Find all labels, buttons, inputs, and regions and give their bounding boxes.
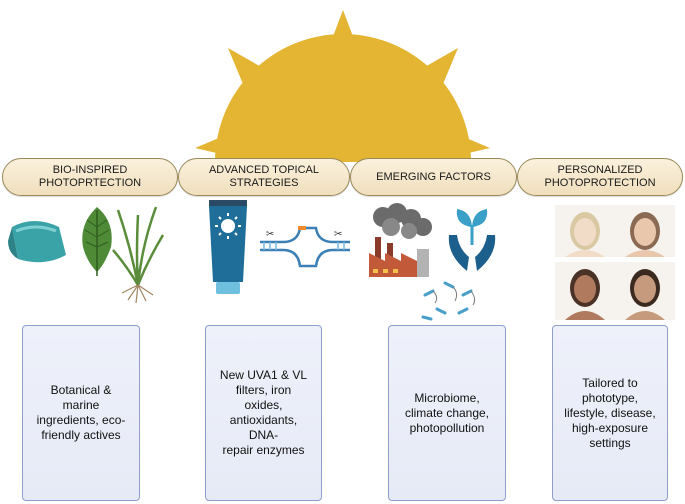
card-emerging-factors: Microbiome, climate change, photopolluti… bbox=[388, 325, 506, 501]
card-advanced-topical: New UVA1 & VL filters, iron oxides, anti… bbox=[205, 325, 322, 501]
card-personalized: Tailored to phototype, lifestyle, diseas… bbox=[552, 325, 668, 501]
header-advanced-topical: ADVANCED TOPICAL STRATEGIES bbox=[178, 158, 350, 196]
face-tan-icon bbox=[555, 262, 615, 320]
header-bio-inspired: BIO-INSPIRED PHOTOPRTECTION bbox=[2, 158, 178, 196]
microbes-icon bbox=[421, 281, 476, 321]
leaf-icon bbox=[82, 207, 112, 276]
factory-pollution-icon bbox=[369, 203, 432, 277]
face-dark-icon bbox=[615, 262, 675, 320]
face-light-icon bbox=[555, 205, 615, 257]
algae-capsule-icon bbox=[8, 221, 66, 263]
sunscreen-tube-icon bbox=[209, 200, 247, 294]
svg-text:✂: ✂ bbox=[334, 229, 342, 240]
header-emerging-factors: EMERGING FACTORS bbox=[350, 158, 517, 196]
svg-text:✂: ✂ bbox=[266, 229, 274, 240]
face-medium-icon bbox=[615, 205, 675, 257]
hands-plant-icon bbox=[448, 209, 496, 271]
dna-repair-icon: ✂ ✂ bbox=[260, 226, 350, 268]
header-personalized: PERSONALIZED PHOTOPROTECTION bbox=[517, 158, 683, 196]
grass-plant-icon bbox=[112, 206, 165, 304]
card-bio-inspired: Botanical & marine ingredients, eco- fri… bbox=[22, 325, 140, 501]
